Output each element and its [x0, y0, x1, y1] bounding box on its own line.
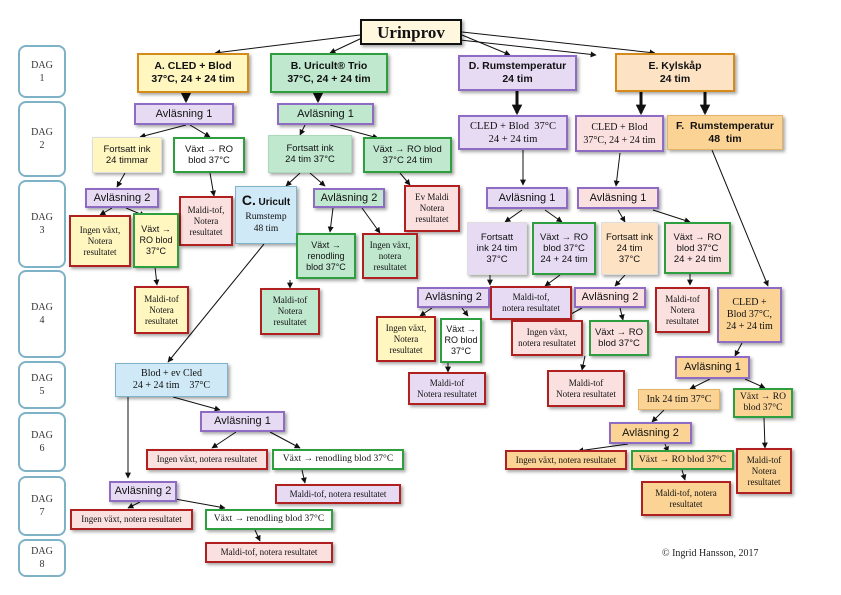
node-e-cled-blod: CLED + Blod 37°C, 24 + 24 tim: [575, 115, 664, 152]
node-a-ingen-vaxt: Ingen växt, Notera resultatet: [69, 215, 131, 267]
node-b-fortsatt-ink: Fortsatt ink 24 tim 37°C: [268, 135, 352, 173]
day-label-8: DAG 8: [18, 539, 66, 577]
node-a-fortsatt-ink: Fortsatt ink 24 timmar: [92, 137, 162, 173]
node-f-ink-24: Ink 24 tim 37°C: [638, 389, 720, 410]
node-f-maldi-tof-2: Maldi-tof, notera resultatet: [641, 481, 731, 516]
node-f-ingen-vaxt: Ingen växt, notera resultatet: [505, 450, 627, 470]
node-d-avlasning-2: Avläsning 2: [417, 287, 490, 308]
node-b-avlasning-2: Avläsning 2: [313, 188, 385, 208]
node-e-maldi-tof-2: Maldi-tof Notera resultatet: [547, 370, 625, 407]
node-c-avlasning-1: Avläsning 1: [200, 411, 285, 432]
node-e-ingen-vaxt: Ingen växt, notera resultatet: [511, 320, 583, 356]
node-e-vaxt-ro: Växt → RO blod 37°C 24 + 24 tim: [664, 222, 731, 274]
day-text: DAG 4: [31, 302, 53, 326]
node-c-vaxt-renodling-2: Växt → renodling blod 37°C: [205, 509, 333, 530]
day-label-7: DAG 7: [18, 476, 66, 536]
node-e-maldi-tof: Maldi-tof Notera resultatet: [655, 287, 710, 333]
node-f-vaxt-ro: Växt → RO blod 37°C: [733, 388, 793, 418]
node-b-vaxt-renodling: Växt → renodling blod 37°C: [296, 233, 356, 279]
node-a-avlasning-2: Avläsning 2: [85, 188, 159, 208]
node-c-uricult-letter: C.: [241, 192, 256, 208]
diagram-title: Urinprov: [360, 19, 462, 45]
day-text: DAG 2: [31, 127, 53, 151]
node-e-vaxt-ro-2: Växt → RO blod 37°C: [589, 320, 649, 356]
copyright-text: © Ingrid Hansson, 2017: [662, 548, 759, 559]
day-text: DAG 5: [31, 373, 53, 397]
node-c-blod-ev-cled: Blod + ev Cled 24 + 24 tim 37°C: [115, 363, 228, 397]
day-label-2: DAG 2: [18, 101, 66, 177]
node-d-fortsatt-ink: Fortsatt ink 24 tim 37°C: [467, 222, 527, 275]
node-a-maldi-tof-2: Maldi-tof Notera resultatet: [134, 286, 189, 334]
node-f-avlasning-2: Avläsning 2: [609, 422, 692, 444]
node-e-avlasning-1: Avläsning 1: [577, 187, 659, 209]
node-d-maldi-tof-2: Maldi-tof Notera resultatet: [408, 372, 486, 405]
node-d-rumstemperatur: D. Rumstemperatur 24 tim: [458, 55, 577, 91]
day-label-5: DAG 5: [18, 361, 66, 409]
node-c-uricult-title: C. Uricult: [241, 192, 291, 208]
day-label-3: DAG 3: [18, 180, 66, 268]
node-a-vaxt-ro: Växt → RO blod 37°C: [173, 137, 245, 173]
node-c-ingen-vaxt-2: Ingen växt, notera resultatet: [70, 509, 193, 530]
day-text: DAG 1: [31, 59, 53, 84]
node-d-cled-blod: CLED + Blod 37°C 24 + 24 tim: [458, 115, 568, 150]
node-b-ingen-vaxt: Ingen växt, notera resultatet: [362, 233, 418, 279]
node-e-avlasning-2: Avläsning 2: [574, 287, 646, 308]
day-label-4: DAG 4: [18, 270, 66, 358]
node-f-maldi-tof: Maldi-tof Notera resultatet: [736, 448, 792, 494]
node-d-vaxt-ro-2: Växt → RO blod 37°C: [440, 318, 482, 363]
node-c-uricult-sub: Rumstemp 48 tim: [245, 212, 287, 234]
node-f-cled-blod: CLED + Blod 37°C, 24 + 24 tim: [717, 287, 782, 343]
day-label-1: DAG 1: [18, 45, 66, 98]
node-f-avlasning-1: Avläsning 1: [675, 356, 750, 379]
node-c-vaxt-renodling-1: Växt → renodling blod 37°C: [272, 449, 404, 470]
node-b-avlasning-1: Avläsning 1: [277, 103, 374, 125]
node-f-rumstemperatur: F. Rumstemperatur 48 tim: [667, 115, 783, 150]
node-d-vaxt-ro: Växt → RO blod 37°C 24 + 24 tim: [532, 222, 596, 275]
node-a-avlasning-1: Avläsning 1: [134, 103, 234, 125]
node-d-maldi-tof: Maldi-tof, notera resultatet: [490, 286, 572, 320]
day-text: DAG 8: [31, 546, 53, 570]
node-a-maldi-tof-1: Maldi-tof, Notera resultatet: [179, 196, 233, 246]
node-a-cled-blod: A. CLED + Blod 37°C, 24 + 24 tim: [137, 53, 249, 93]
node-c-avlasning-2: Avläsning 2: [109, 481, 177, 502]
day-text: DAG 6: [31, 430, 53, 454]
node-b-vaxt-ro: Växt → RO blod 37°C 24 tim: [363, 137, 452, 173]
node-c-ingen-vaxt-1: Ingen växt, notera resultatet: [146, 449, 268, 470]
node-d-avlasning-1: Avläsning 1: [486, 187, 568, 209]
node-e-kylskap: E. Kylskåp 24 tim: [615, 53, 735, 92]
node-e-fortsatt-ink: Fortsatt ink 24 tim 37°C: [601, 222, 658, 275]
node-c-uricult-word: Uricult: [258, 197, 291, 208]
node-f-vaxt-ro-2: Växt → RO blod 37°C: [631, 450, 734, 470]
node-b-uricult-trio: B. Uricult® Trio 37°C, 24 + 24 tim: [270, 53, 388, 93]
node-c-maldi-tof-1: Maldi-tof, notera resultatet: [275, 484, 401, 504]
day-text: DAG 7: [31, 494, 53, 518]
node-a-vaxt-ro-2: Växt → RO blod 37°C: [133, 213, 179, 268]
node-c-maldi-tof-2: Maldi-tof, notera resultatet: [205, 542, 333, 563]
day-label-6: DAG 6: [18, 412, 66, 472]
day-text: DAG 3: [31, 212, 53, 236]
node-c-uricult: C. Uricult Rumstemp 48 tim: [235, 186, 297, 244]
node-d-ingen-vaxt: Ingen växt, Notera resultatet: [376, 316, 436, 362]
node-b-ev-maldi: Ev Maldi Notera resultatet: [404, 185, 460, 232]
node-b-maldi-tof: Maldi-tof Notera resultatet: [260, 288, 320, 335]
